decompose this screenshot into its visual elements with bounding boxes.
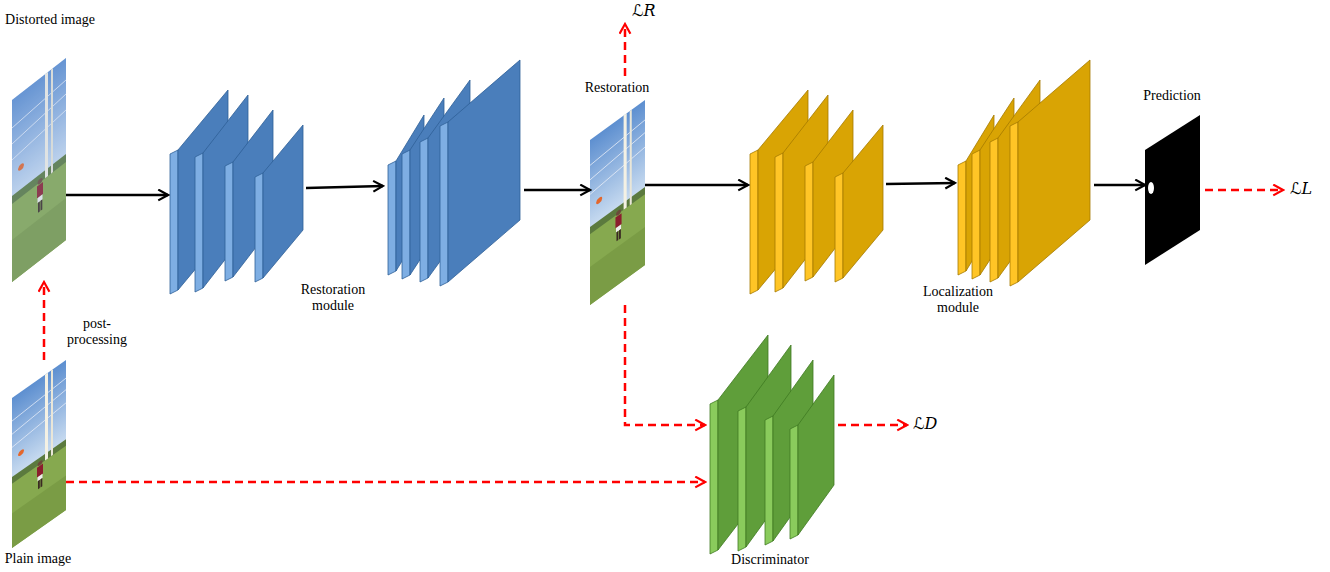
layer-slab — [255, 125, 303, 282]
plain-photo — [12, 360, 66, 548]
flow-arrow — [625, 305, 705, 425]
layer-slab — [790, 375, 834, 539]
plain-image: Plain image — [12, 360, 66, 548]
slab-face — [263, 125, 303, 278]
slab-face — [448, 60, 520, 282]
inner-arrow — [886, 183, 955, 184]
slab-edge — [440, 122, 448, 286]
loss-box: ℒL — [1290, 180, 1312, 198]
layer-stack — [170, 90, 303, 294]
slab-face — [843, 125, 883, 278]
prediction-mask — [1145, 115, 1200, 265]
node-title: Restoration — [585, 80, 650, 96]
inner-arrow — [306, 186, 383, 188]
discriminator: Discriminator — [705, 328, 835, 550]
caption-box: Restoration — [585, 80, 650, 96]
prediction-map: Prediction — [1145, 115, 1200, 265]
loss-arrow — [624, 24, 627, 76]
restoration-image: Restoration — [590, 100, 645, 305]
slab-edge — [710, 400, 718, 554]
flow-arrow — [524, 189, 590, 192]
loss-symbol: ℒL — [1290, 180, 1312, 198]
layer-slab — [440, 60, 520, 286]
slab-edge — [388, 161, 396, 275]
node-title: Restoration module — [295, 282, 371, 314]
layer-stacks — [170, 60, 1090, 554]
slab-face — [798, 375, 834, 535]
flow-arrow — [645, 184, 748, 187]
caption-box: Discriminator — [731, 552, 809, 568]
layer-stack — [750, 90, 883, 294]
slab-edge — [805, 162, 813, 281]
slab-edge — [170, 150, 178, 294]
slab-edge — [225, 162, 233, 281]
slab-edge — [958, 161, 966, 275]
edge-label: post- processing — [65, 316, 129, 348]
loss-arrow — [838, 424, 907, 427]
layer-slab — [1010, 60, 1090, 286]
node-title: Localization module — [918, 284, 998, 316]
slab-edge — [990, 138, 998, 282]
caption-box: Prediction — [1143, 88, 1201, 104]
distorted-photo — [12, 58, 66, 282]
restored-photo — [590, 100, 645, 305]
node-title: Discriminator — [731, 552, 809, 568]
slab-edge — [195, 153, 203, 292]
slab-edge — [750, 150, 758, 294]
caption-box: Plain image — [5, 551, 72, 567]
flow-arrow — [43, 282, 46, 360]
slab-edge — [255, 173, 263, 282]
loss-box: ℒD — [913, 415, 937, 433]
slab-edge — [972, 150, 980, 279]
layer-stack — [388, 60, 520, 286]
slab-face — [1018, 60, 1090, 282]
caption-box: Restoration module — [295, 282, 371, 314]
slab-edge — [1010, 122, 1018, 286]
layer-slab — [835, 125, 883, 282]
slab-edge — [420, 138, 428, 282]
distorted-image: Distorted image — [12, 58, 66, 282]
edge-label-box: post- processing — [65, 316, 129, 348]
node-title: Prediction — [1143, 88, 1201, 104]
slab-edge — [775, 153, 783, 292]
slab-edge — [790, 425, 798, 539]
caption-box: Localization module — [918, 284, 998, 316]
layer-stack — [710, 335, 834, 554]
loss-arrow — [1205, 189, 1283, 192]
slab-edge — [402, 150, 410, 279]
restoration-module: Restoration module — [168, 58, 524, 316]
localization-module: Localization module — [748, 55, 1094, 316]
slab-edge — [765, 416, 773, 545]
slab-edge — [835, 173, 843, 282]
loss-box: ℒR — [632, 2, 656, 20]
loss-symbol: ℒD — [913, 415, 937, 433]
node-title: Distorted image — [5, 12, 95, 28]
loss-symbol: ℒR — [632, 2, 656, 20]
flow-arrow — [66, 481, 705, 484]
node-title: Plain image — [5, 551, 72, 567]
caption-box: Distorted image — [5, 12, 95, 28]
layer-stack — [958, 60, 1090, 286]
flow-arrow — [1094, 184, 1145, 187]
slab-edge — [738, 407, 746, 551]
flow-arrow — [66, 194, 168, 197]
